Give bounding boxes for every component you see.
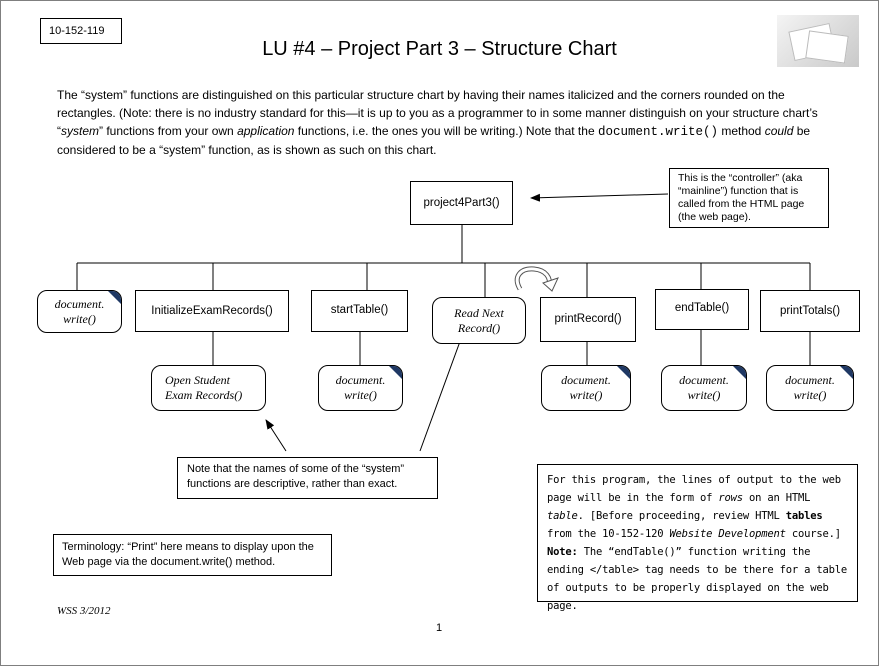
- corner-fold-icon: [733, 366, 746, 379]
- author-date-footer: WSS 3/2012: [57, 605, 111, 617]
- doc-write-end-table-box: document. write(): [661, 365, 747, 411]
- corner-fold-icon: [617, 366, 630, 379]
- program-note-table: table: [547, 510, 578, 522]
- course-code-box: 10-152-119: [40, 18, 122, 44]
- doc-write-end-table-label: document. write(): [679, 373, 729, 402]
- print-totals-box: printTotals(): [760, 290, 860, 332]
- doc-write-start-table-box: document. write(): [318, 365, 403, 411]
- program-note-tables: tables: [785, 510, 823, 522]
- loop-arrow-icon: [514, 266, 559, 292]
- intro-text-1: The “system” functions are distinguished…: [57, 88, 818, 138]
- doc-write-start-table-label: document. write(): [335, 373, 386, 402]
- intro-paragraph: The “system” functions are distinguished…: [57, 86, 827, 159]
- corner-fold-icon: [840, 366, 853, 379]
- program-note-website-development: Website Development: [669, 528, 786, 540]
- controller-arrow: [530, 193, 669, 202]
- controller-note-text: This is the “controller” (aka “mainline”…: [678, 172, 805, 223]
- page-title: LU #4 – Project Part 3 – Structure Chart: [262, 38, 617, 60]
- intro-text-9: be considered to be a “system” function,…: [57, 124, 811, 157]
- intro-text-system: system: [61, 124, 100, 138]
- program-output-note: For this program, the lines of output to…: [537, 464, 858, 612]
- open-student-records-box: Open Student Exam Records(): [151, 365, 266, 411]
- root-function-label: project4Part3(): [423, 196, 500, 209]
- doc-write-level1-box: document. write(): [37, 290, 122, 333]
- intro-text-5: functions, i.e. the ones you will be wri…: [294, 124, 598, 138]
- end-table-box: endTable(): [655, 289, 749, 330]
- read-next-record-label: Read Next Record(): [454, 305, 504, 335]
- start-table-box: startTable(): [311, 290, 408, 332]
- read-next-record-box: Read Next Record(): [432, 297, 526, 344]
- intro-text-application: application: [237, 124, 295, 138]
- print-record-label: printRecord(): [554, 313, 622, 325]
- print-record-box: printRecord(): [540, 297, 636, 342]
- descriptive-names-note: Note that the names of some of the “syst…: [177, 457, 438, 499]
- print-totals-label: printTotals(): [779, 304, 841, 317]
- controller-note: This is the “controller” (aka “mainline”…: [669, 168, 829, 228]
- start-table-label: startTable(): [330, 304, 389, 316]
- root-function-box: project4Part3(): [410, 181, 513, 225]
- program-note-text-3: on an HTML: [742, 492, 811, 504]
- intro-text-document-write: document.write(): [597, 125, 718, 139]
- program-note-note-label: Note:: [547, 546, 578, 558]
- intro-text-3: ” functions from your own: [99, 124, 238, 138]
- note-arrow-open: [265, 419, 287, 452]
- program-note-rows: rows: [718, 492, 743, 504]
- program-note-text-1: For this program, the lines of output to…: [547, 474, 841, 504]
- page-number: 1: [436, 622, 443, 634]
- doc-write-print-record-label: document. write(): [561, 373, 611, 402]
- doc-write-print-record-box: document. write(): [541, 365, 631, 411]
- corner-fold-icon: [389, 366, 402, 379]
- intro-text-7: method: [717, 124, 765, 138]
- intro-text-could: could: [764, 124, 794, 138]
- initialize-exam-records-box: InitializeExamRecords(): [135, 290, 289, 332]
- initialize-exam-records-label: InitializeExamRecords(): [151, 304, 273, 317]
- doc-write-print-totals-label: document. write(): [785, 373, 835, 402]
- terminology-note-text: Terminology: “Print” here means to displ…: [62, 541, 314, 568]
- note-arrow-read: [419, 324, 467, 452]
- program-note-text-11: The “endTable()” function writing the en…: [547, 546, 847, 612]
- document-thumbnail-image: [777, 15, 859, 67]
- descriptive-names-note-text: Note that the names of some of the “syst…: [187, 463, 405, 490]
- doc-write-print-totals-box: document. write(): [766, 365, 854, 411]
- terminology-note: Terminology: “Print” here means to displ…: [53, 534, 332, 576]
- program-note-text-9: course.]: [785, 528, 841, 540]
- program-note-text-7: from the 10-152-120: [547, 528, 670, 540]
- corner-fold-icon: [108, 291, 121, 304]
- open-student-records-label: Open Student Exam Records(): [165, 373, 243, 402]
- program-note-text-5: . [Before proceeding, review HTML: [577, 510, 786, 522]
- end-table-label: endTable(): [674, 302, 730, 314]
- doc-write-level1-label: document. write(): [54, 296, 105, 326]
